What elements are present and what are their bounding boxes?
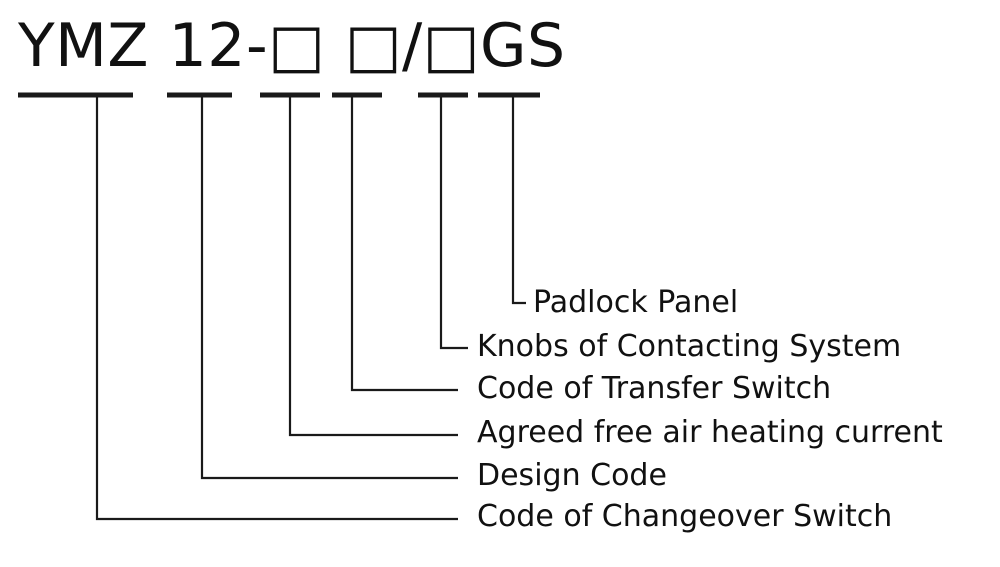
callout-label-padlock-panel: Padlock Panel <box>533 285 739 320</box>
leader-wire-contacting-system-knobs <box>439 95 468 350</box>
callout-label-design-code: Design Code <box>477 458 667 493</box>
leader-wire-transfer-switch-code <box>350 95 458 392</box>
callout-label-transfer-switch-code: Code of Transfer Switch <box>477 371 832 406</box>
callout-label-contacting-system-knobs: Knobs of Contacting System <box>477 329 902 364</box>
callout-label-free-air-heating-current: Agreed free air heating current <box>477 415 943 450</box>
leader-wire-changeover-switch <box>95 95 458 521</box>
leader-wire-padlock-panel <box>511 95 526 305</box>
callout-label-changeover-switch: Code of Changeover Switch <box>477 499 893 534</box>
product-code-title: YMZ 12-□ □/□GS <box>18 11 566 81</box>
leader-wire-design-code <box>200 95 458 480</box>
leader-wire-free-air-heating-current <box>288 95 458 437</box>
callout-leader-wires <box>95 95 526 521</box>
